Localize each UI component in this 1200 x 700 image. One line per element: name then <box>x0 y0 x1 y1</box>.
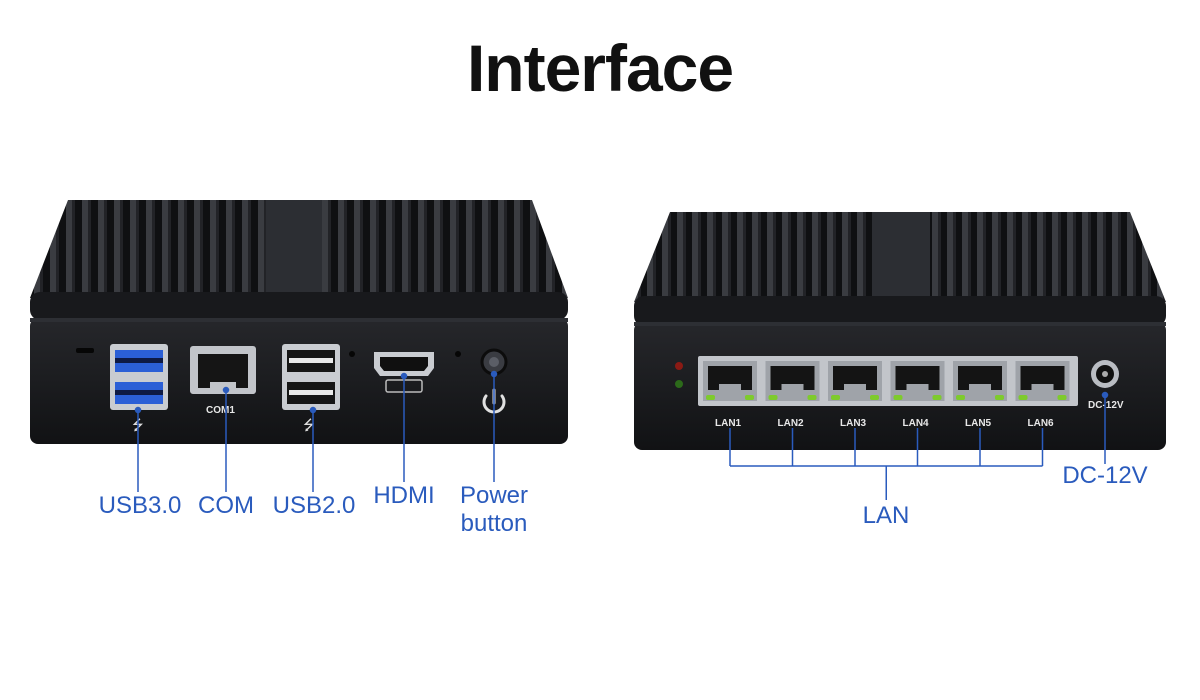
lan-callout: LAN <box>862 502 910 529</box>
lan-link-led <box>706 395 715 400</box>
lan-port: LAN1 <box>703 361 757 429</box>
front-led <box>76 348 94 353</box>
usb2-symbol-icon: ⭍ <box>303 417 315 433</box>
lan-port-label: LAN3 <box>840 418 867 429</box>
dc-callout-line <box>1101 391 1109 464</box>
lan-port: LAN5 <box>953 361 1007 429</box>
hdmi-port <box>374 352 434 393</box>
lan-port-label: LAN6 <box>1028 418 1055 429</box>
usb2-callout: USB2.0 <box>272 492 356 519</box>
power-callout-line1: Power <box>459 482 529 509</box>
lan-callout-lines <box>729 428 1044 500</box>
usb2-port: ⭍ <box>282 344 340 433</box>
lan-activity-led <box>1057 395 1067 400</box>
lan-link-led <box>768 395 778 400</box>
lan-port-label: LAN4 <box>903 418 930 429</box>
lan-port-label: LAN1 <box>715 418 742 429</box>
usb3-callout: USB3.0 <box>98 492 182 519</box>
front-body-top <box>30 292 568 320</box>
lan-port: LAN6 <box>1015 361 1070 429</box>
lan-activity-led <box>995 395 1004 400</box>
lan-link-led <box>831 395 840 400</box>
power-button-callout: Power button <box>444 482 544 538</box>
rear-heatsink-bar-left <box>872 212 930 302</box>
lan-activity-led <box>932 395 942 400</box>
lan-activity-led <box>870 395 879 400</box>
usb3-port: ⭍ <box>110 344 168 433</box>
lan-port-label: LAN2 <box>778 418 805 429</box>
com-callout: COM <box>198 492 254 519</box>
front-heatsink-bar-left <box>266 200 322 298</box>
lan-port: LAN3 <box>828 361 882 429</box>
lan-link-led <box>956 395 965 400</box>
com-port: COM1 <box>190 346 256 416</box>
dc-callout: DC-12V <box>1062 462 1148 489</box>
status-led <box>675 380 683 388</box>
lan-link-led <box>1018 395 1028 400</box>
hdmi-callout: HDMI <box>373 482 435 509</box>
lan-port: LAN4 <box>890 361 945 429</box>
front-device: ⭍ COM1 ⭍ <box>30 200 568 444</box>
rear-body-top <box>634 296 1166 326</box>
power-callout-line2: button <box>460 510 528 537</box>
dc-jack: DC-12V <box>1088 360 1124 411</box>
lan-activity-led <box>807 395 817 400</box>
lan-link-led <box>893 395 903 400</box>
lan-port: LAN2 <box>765 361 820 429</box>
com-port-label: COM1 <box>206 405 235 416</box>
page-title: Interface <box>466 31 734 105</box>
lan-port-group: LAN1 LAN2 LAN3 LAN4 LAN5 LAN6 <box>703 361 1070 429</box>
power-led <box>675 362 683 370</box>
rear-device: LAN1 LAN2 LAN3 LAN4 LAN5 LAN6 DC-12V <box>634 212 1166 450</box>
lan-port-label: LAN5 <box>965 418 992 429</box>
front-callout-lines <box>134 370 498 492</box>
dc-jack-label: DC-12V <box>1088 400 1124 411</box>
lan-activity-led <box>745 395 754 400</box>
